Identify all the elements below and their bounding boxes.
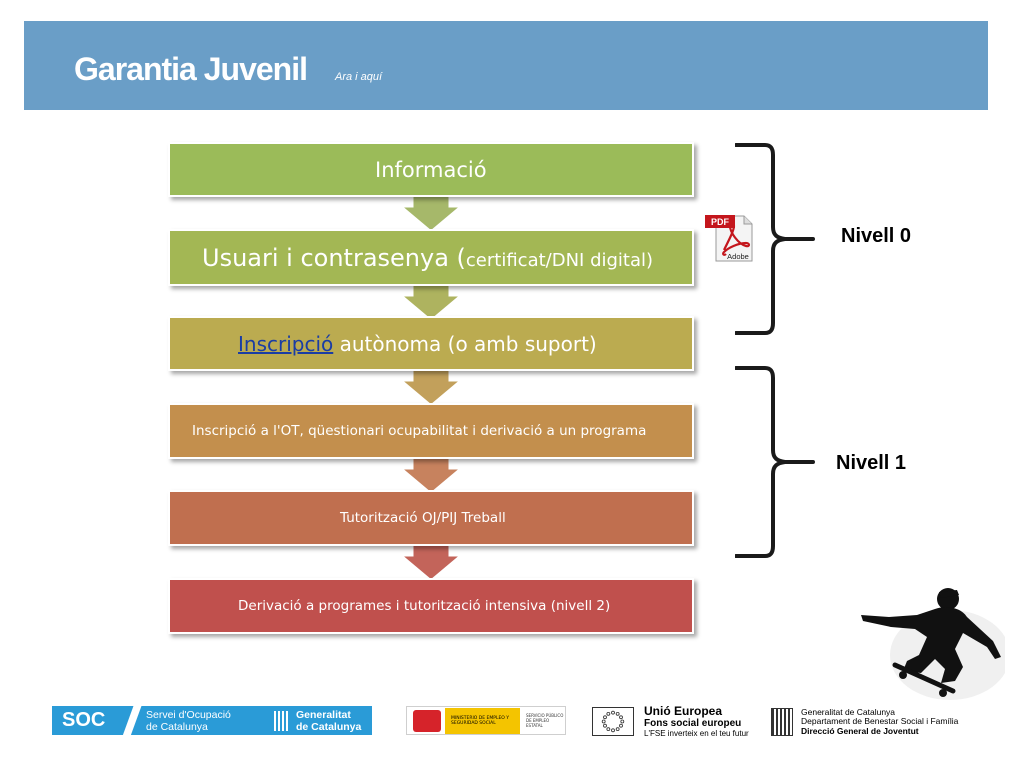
inscripcio-link[interactable]: Inscripció bbox=[238, 332, 333, 356]
step-label: Inscripció a l'OT, qüestionari ocupabili… bbox=[192, 423, 692, 439]
generalitat-benestar-logo: Generalitat de Catalunya Departament de … bbox=[771, 706, 981, 738]
soc-generalitat-name: Generalitat de Catalunya bbox=[296, 709, 361, 733]
unio-europea-text: Unió Europea Fons social europeu L'FSE i… bbox=[644, 705, 749, 738]
step-label-rest: autònoma (o amb suport) bbox=[333, 332, 596, 356]
step-label: Tutorització OJ/PIJ Treball bbox=[340, 510, 692, 526]
skater-silhouette-image bbox=[855, 585, 1005, 705]
step-label-detail: certificat/DNI digital) bbox=[466, 250, 653, 271]
soc-name-line1: Servei d'Ocupació bbox=[146, 709, 231, 721]
ue-line1: Unió Europea bbox=[644, 705, 749, 718]
ministerio-name-box: MINISTERIO DE EMPLEO Y SEGURIDAD SOCIAL bbox=[445, 708, 520, 734]
soc-full-name: Servei d'Ocupació de Catalunya bbox=[146, 709, 264, 733]
unio-europea-logo: Unió Europea Fons social europeu L'FSE i… bbox=[592, 705, 757, 737]
step-label: Informació bbox=[375, 158, 692, 182]
soc-short-name: SOC bbox=[52, 709, 128, 732]
soc-gen-line2: de Catalunya bbox=[296, 721, 361, 733]
gencat-line3: Direcció General de Joventut bbox=[801, 727, 958, 737]
generalitat-benestar-text: Generalitat de Catalunya Departament de … bbox=[801, 708, 958, 737]
step-inscripcio-autonoma: Inscripció autònoma (o amb suport) bbox=[168, 316, 694, 371]
soc-logo: SOC Servei d'Ocupació de Catalunya Gener… bbox=[52, 706, 372, 735]
level-label-nivell-0: Nivell 0 bbox=[841, 225, 911, 248]
step-tutoritzacio: Tutorització OJ/PIJ Treball bbox=[168, 490, 694, 546]
step-label: Inscripció autònoma (o amb suport) bbox=[238, 332, 692, 356]
level-label-nivell-1: Nivell 1 bbox=[836, 452, 906, 475]
soc-name-line2: de Catalunya bbox=[146, 721, 208, 733]
step-informacio: Informació bbox=[168, 142, 694, 197]
arrow-connector-5 bbox=[398, 541, 464, 583]
soc-gen-line1: Generalitat bbox=[296, 709, 351, 721]
pdf-badge-text: PDF bbox=[711, 217, 730, 227]
soc-generalitat-logo: Generalitat de Catalunya bbox=[274, 709, 361, 733]
brace-nivell-0 bbox=[735, 143, 815, 337]
step-inscripcio-ot: Inscripció a l'OT, qüestionari ocupabili… bbox=[168, 403, 694, 459]
brace-nivell-1 bbox=[735, 366, 815, 560]
ministerio-name: MINISTERIO DE EMPLEO Y SEGURIDAD SOCIAL bbox=[445, 716, 511, 726]
eu-flag-icon bbox=[592, 707, 634, 736]
generalitat-stripes-icon bbox=[771, 708, 793, 736]
servicio-publico-name: SERVICIO PÚBLICO DE EMPLEO ESTATAL bbox=[520, 713, 564, 728]
arrow-connector-1 bbox=[398, 192, 464, 234]
spain-coat-of-arms-icon bbox=[413, 710, 441, 732]
arrow-connector-3 bbox=[398, 366, 464, 408]
step-label: Usuari i contrasenya (certificat/DNI dig… bbox=[202, 244, 692, 272]
step-derivacio-programes: Derivació a programes i tutorització int… bbox=[168, 578, 694, 634]
step-usuari-contrasenya: Usuari i contrasenya (certificat/DNI dig… bbox=[168, 229, 694, 286]
step-label: Derivació a programes i tutorització int… bbox=[238, 598, 692, 614]
ue-line3: L'FSE inverteix en el teu futur bbox=[644, 729, 749, 738]
ue-line2: Fons social europeu bbox=[644, 718, 749, 729]
ministerio-logo: MINISTERIO DE EMPLEO Y SEGURIDAD SOCIAL … bbox=[406, 706, 566, 735]
step-label-main: Usuari i contrasenya ( bbox=[202, 244, 466, 272]
generalitat-stripes-icon bbox=[274, 711, 290, 731]
